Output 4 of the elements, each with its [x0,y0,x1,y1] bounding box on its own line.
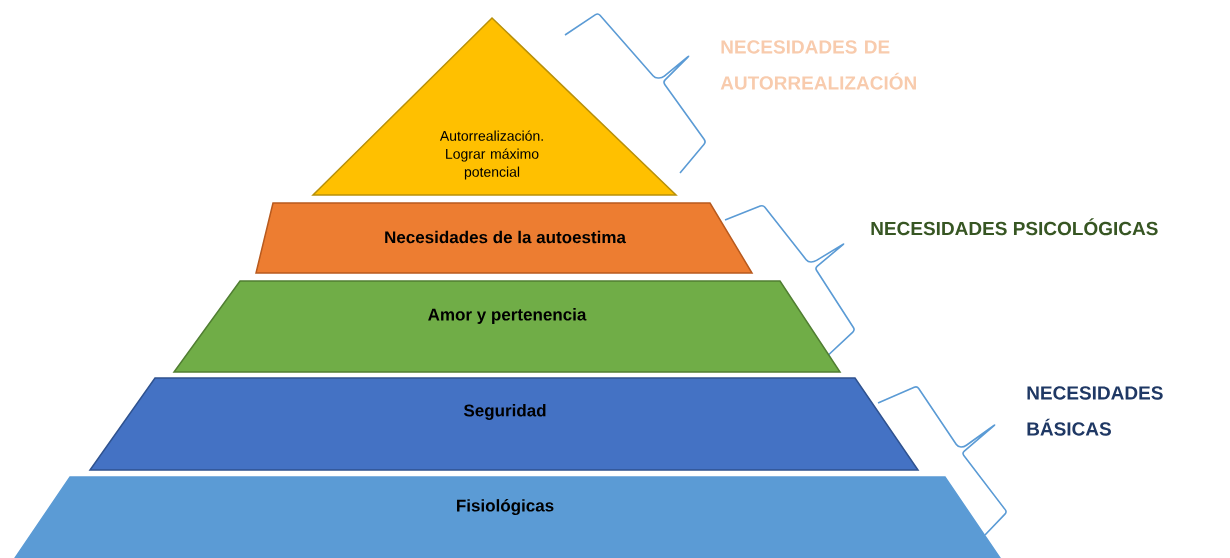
pyramid-level: Necesidades de la autoestima [255,202,754,274]
group-label: NECESIDADES PSICOLÓGICAS [871,218,1158,236]
group-label: NECESIDADES DE AUTORREALIZACIÓN [720,40,916,90]
group-label: NECESIDADES BÁSICAS [1027,386,1163,436]
